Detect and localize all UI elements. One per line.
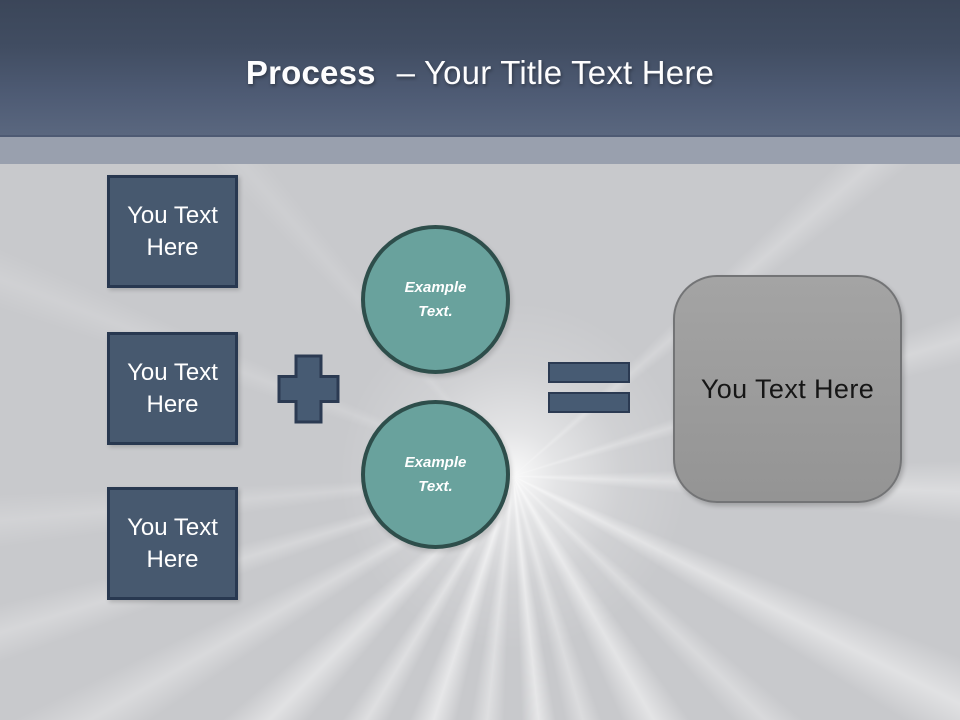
input-box-1-label: You Text Here — [127, 201, 218, 261]
input-box-1: You Text Here — [107, 175, 238, 288]
example-circle-2-label: Example Text. — [404, 453, 467, 495]
input-box-2-label: You Text Here — [127, 358, 218, 418]
header-accent-band — [0, 137, 960, 164]
input-box-3: You Text Here — [107, 487, 238, 600]
example-circle-2: Example Text. — [361, 400, 510, 549]
title-subtitle: – Your Title Text Here — [396, 53, 715, 91]
equals-bar — [548, 362, 630, 383]
example-circle-1-label: Example Text. — [404, 278, 467, 320]
slide-title: Process – Your Title Text Here — [246, 44, 714, 92]
plus-icon — [277, 354, 340, 424]
example-circle-1: Example Text. — [361, 225, 510, 374]
result-box-label: You Text Here — [700, 373, 875, 404]
equals-bar — [548, 392, 630, 413]
title-topic: Process — [245, 53, 376, 91]
result-box: You Text Here — [673, 275, 902, 503]
input-box-3-label: You Text Here — [127, 513, 218, 573]
input-box-2: You Text Here — [107, 332, 238, 445]
slide-header: Process – Your Title Text Here — [0, 0, 960, 137]
equals-icon — [548, 362, 630, 413]
